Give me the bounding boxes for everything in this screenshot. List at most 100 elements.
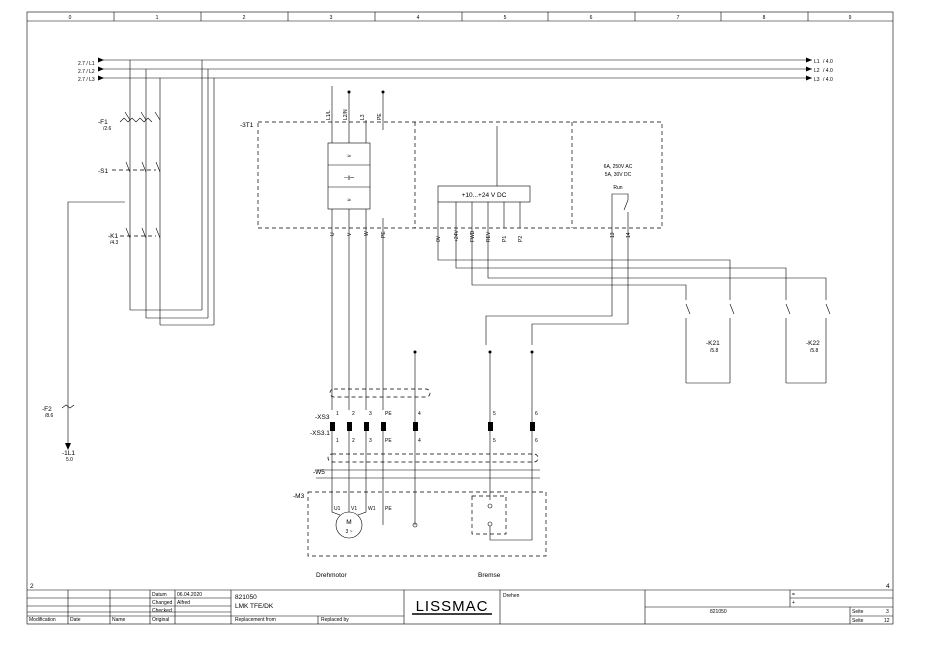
relay-13: 13 bbox=[610, 232, 616, 238]
plug-connector: -XS3 -XS3.1 1 2 3 PE 4 5 6 1 2 3 PE 4 5 … bbox=[310, 350, 538, 525]
tb-name-head: Name bbox=[112, 617, 126, 623]
k1-tag: -K1 bbox=[108, 233, 119, 240]
output-l1: L1 bbox=[814, 59, 820, 65]
ruler-4: 4 bbox=[417, 15, 420, 21]
tb-sheets-label: Seite bbox=[852, 618, 864, 624]
term-top-pe: PE bbox=[377, 113, 383, 120]
motor-term-pe: PE bbox=[385, 506, 392, 512]
t1-tag: -3T1 bbox=[240, 122, 254, 129]
tb-replacement-from: Replacement from bbox=[235, 617, 276, 623]
ruler-5: 5 bbox=[504, 15, 507, 21]
motor-m3: -M3 M 3 ~ U1 V1 W1 PE Drehmotor Bremse bbox=[293, 491, 547, 579]
input-l3-ref: 2.7 / L3 bbox=[78, 77, 95, 83]
contactor-k1: -K1 /4.3 bbox=[108, 227, 161, 246]
ctrl-24v: +24V bbox=[454, 230, 460, 242]
tb-equals: = bbox=[792, 592, 795, 598]
psu-box bbox=[437, 185, 531, 203]
pin-bottom-4: 4 bbox=[418, 438, 421, 444]
f1-ref: /2.6 bbox=[103, 126, 112, 132]
pin-top-6: 6 bbox=[535, 411, 538, 417]
pin-bottom-3: 3 bbox=[369, 438, 372, 444]
svg-text:≈: ≈ bbox=[347, 153, 351, 160]
tb-plus: + bbox=[792, 600, 795, 606]
tb-modification: Modification bbox=[29, 617, 56, 623]
ctrl-fwd: FWD bbox=[470, 230, 476, 242]
output-l3-ref: / 4.0 bbox=[823, 77, 833, 83]
tb-changed-label: Changed bbox=[152, 600, 173, 606]
motor-term-w1: W1 bbox=[368, 506, 376, 512]
svg-text:⊣⊢: ⊣⊢ bbox=[343, 175, 355, 182]
main-feed bbox=[129, 60, 215, 326]
control-wiring bbox=[437, 228, 827, 345]
f2-tag: -F2 bbox=[42, 406, 52, 413]
lissmac-logo: LISSMAC bbox=[416, 598, 489, 615]
tb-date-label: Datum bbox=[152, 592, 167, 598]
sheet-frame bbox=[26, 11, 894, 625]
ruler-9: 9 bbox=[849, 15, 852, 21]
ruler-7: 7 bbox=[677, 15, 680, 21]
frame-left-number: 2 bbox=[30, 583, 34, 590]
relay-14: 14 bbox=[626, 232, 632, 238]
k22-ref: /5.8 bbox=[810, 348, 819, 354]
input-l2-ref: 2.7 / L2 bbox=[78, 69, 95, 75]
ruler-0: 0 bbox=[69, 15, 72, 21]
term-top-l2: L2/N bbox=[343, 109, 349, 120]
tb-drawing-name: LMK TFE/DK bbox=[235, 603, 274, 610]
relay-label: Run bbox=[613, 185, 622, 191]
pin-top-2: 2 bbox=[352, 411, 355, 417]
breaker-f1: -F1 /2.6 bbox=[98, 111, 161, 132]
caption-drive-motor: Drehmotor bbox=[316, 572, 348, 579]
column-ruler: 0 1 2 3 4 5 6 7 8 9 bbox=[69, 12, 852, 21]
pin-bottom-pe: PE bbox=[385, 438, 392, 444]
motor-term-v1: V1 bbox=[351, 506, 357, 512]
tb-changed-by: Alfred bbox=[177, 600, 190, 606]
tb-checked-label: Checked bbox=[152, 608, 172, 614]
term-bottom-u: U bbox=[330, 232, 336, 236]
k21-ref: /5.8 bbox=[710, 348, 719, 354]
pin-bottom-6: 6 bbox=[535, 438, 538, 444]
tb-original-label: Original bbox=[152, 617, 169, 623]
output-l2: L2 bbox=[814, 68, 820, 74]
il1-ref: 5.0 bbox=[66, 457, 73, 463]
tb-drawing-ref: 821050 bbox=[710, 609, 727, 615]
ruler-3: 3 bbox=[330, 15, 333, 21]
brake-box bbox=[471, 495, 507, 535]
motor-symbol-m: M bbox=[346, 519, 351, 526]
ruler-2: 2 bbox=[243, 15, 246, 21]
ruler-6: 6 bbox=[590, 15, 593, 21]
output-l3: L3 bbox=[814, 77, 820, 83]
input-lines: 2.7 / L1 2.7 / L2 2.7 / L3 L1 / 4.0 L2 /… bbox=[78, 57, 833, 83]
ruler-1: 1 bbox=[156, 15, 159, 21]
frequency-converter-3t1: -3T1 ≈ ⊣⊢ ≈ L1/L L2/N L3 PE U V W PE +10… bbox=[240, 86, 663, 410]
ctrl-rev: REV bbox=[486, 231, 492, 242]
cable-w5: -W5 bbox=[313, 453, 540, 479]
w5-tag: -W5 bbox=[313, 469, 325, 476]
s1-tag: -S1 bbox=[98, 168, 109, 175]
pin-top-3: 3 bbox=[369, 411, 372, 417]
term-bottom-pe: PE bbox=[381, 231, 387, 238]
xs31-tag: -XS3.1 bbox=[310, 430, 330, 437]
ctrl-p1: P1 bbox=[502, 236, 508, 242]
tb-date: 06.04.2020 bbox=[177, 592, 202, 598]
relay-k22: -K22 /5.8 bbox=[785, 303, 831, 384]
svg-text:≈: ≈ bbox=[347, 197, 351, 204]
pin-bottom-1: 1 bbox=[336, 438, 339, 444]
title-block: Datum Changed Checked Original 06.04.202… bbox=[27, 589, 893, 624]
xs3-tag: -XS3 bbox=[315, 414, 330, 421]
pin-top-1: 1 bbox=[336, 411, 339, 417]
term-bottom-w: W bbox=[364, 231, 370, 236]
motor-term-u1: U1 bbox=[334, 506, 341, 512]
caption-brake: Bremse bbox=[478, 572, 501, 579]
pin-top-4: 4 bbox=[418, 411, 421, 417]
tb-sheet-no: 3 bbox=[886, 609, 889, 615]
output-l1-ref: / 4.0 bbox=[823, 59, 833, 65]
k1-ref: /4.3 bbox=[110, 240, 119, 246]
psu-label: +10...+24 V DC bbox=[462, 192, 507, 199]
tb-drawing-no: 821050 bbox=[235, 594, 257, 601]
pin-top-5: 5 bbox=[493, 411, 496, 417]
tb-sheets-total: 12 bbox=[884, 618, 890, 624]
relay-rating-ac: 6A, 250V AC bbox=[604, 164, 633, 170]
pin-bottom-5: 5 bbox=[493, 438, 496, 444]
switch-s1: -S1 bbox=[98, 161, 161, 175]
